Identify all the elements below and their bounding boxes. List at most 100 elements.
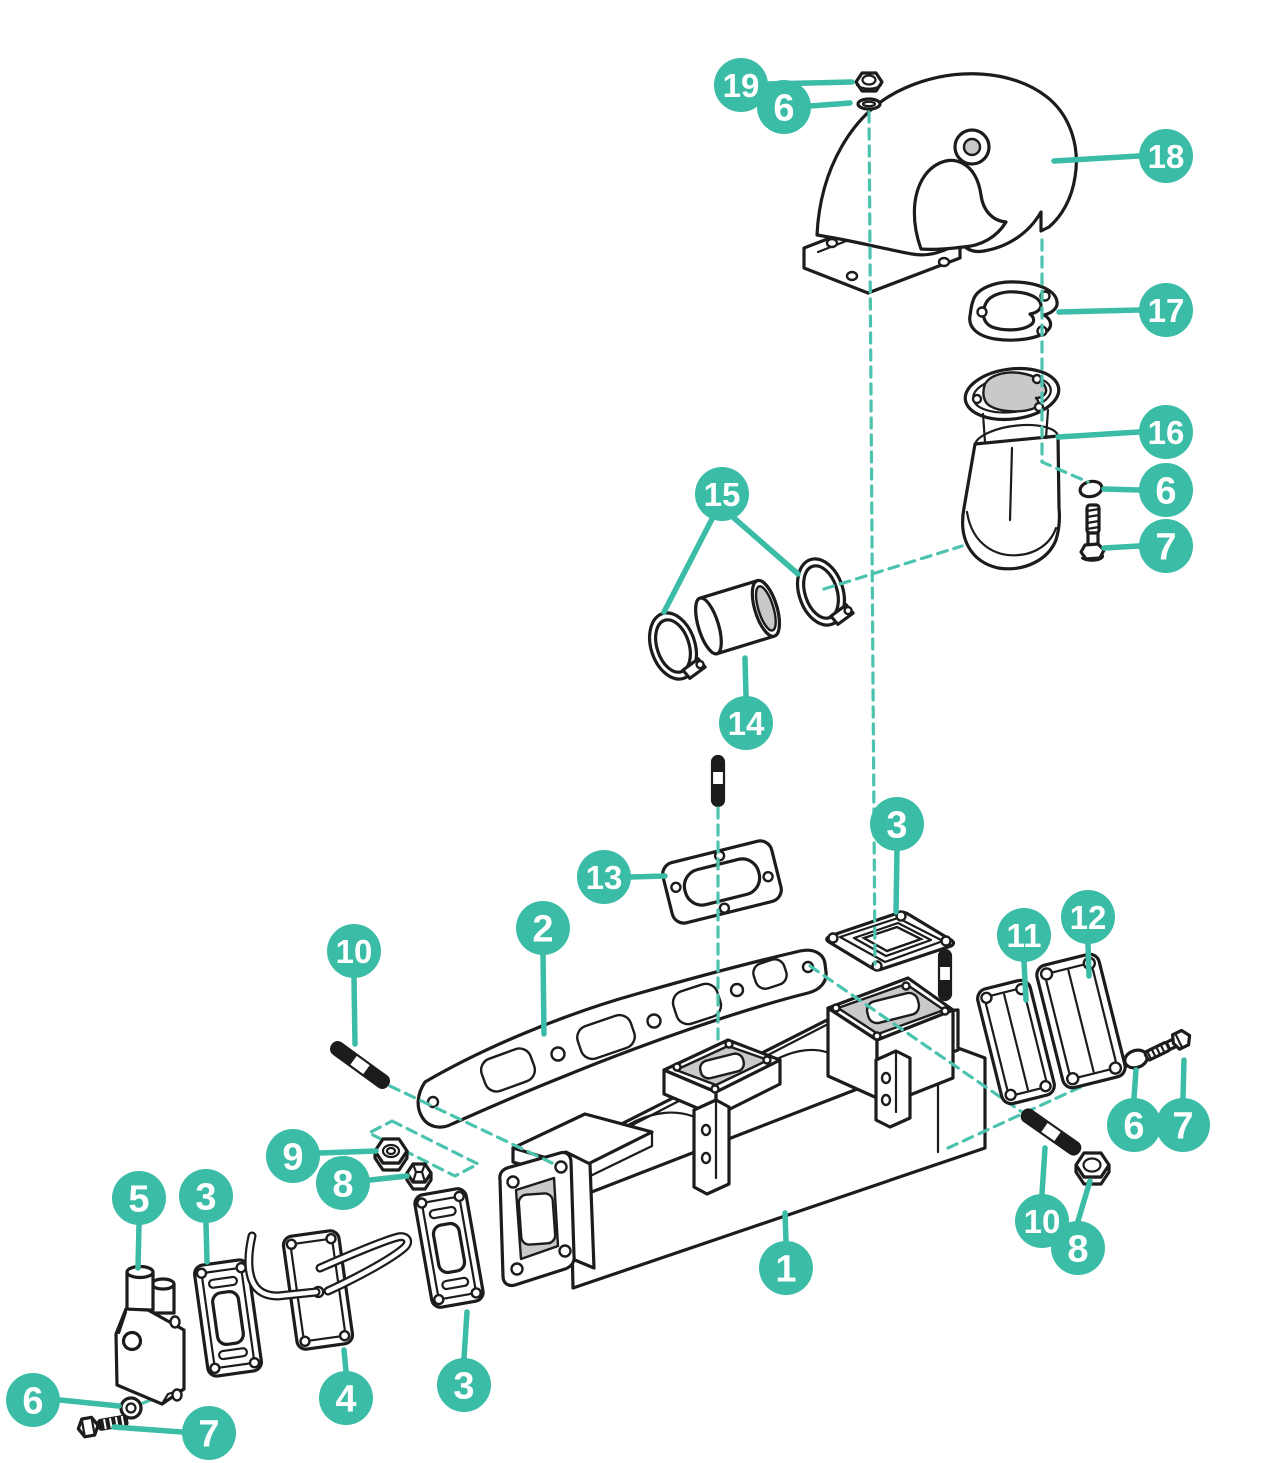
part-13-gasket xyxy=(661,839,783,925)
callout-5[interactable]: 5 xyxy=(112,1171,166,1271)
callout-number: 6 xyxy=(773,88,794,130)
part-3-gasket-left xyxy=(193,1258,263,1378)
callout-circle[interactable] xyxy=(319,1371,373,1425)
callout-number: 6 xyxy=(1155,471,1176,513)
callout-leader-line xyxy=(351,975,358,1047)
part-14-hose xyxy=(694,578,781,656)
callout-2[interactable]: 2 xyxy=(516,901,570,1037)
callout-number: 19 xyxy=(723,67,760,104)
callout-8[interactable]: 8 xyxy=(316,1156,410,1210)
part-5-end-cover xyxy=(114,1264,186,1406)
callout-circle[interactable] xyxy=(719,696,773,750)
callout-leader-line xyxy=(1039,1145,1048,1197)
callout-circle[interactable] xyxy=(1107,1098,1161,1152)
callout-6[interactable]: 6 xyxy=(6,1373,122,1427)
callout-16[interactable]: 16 xyxy=(1055,405,1193,459)
alignment-guide xyxy=(822,544,964,591)
part-7-bolt-upper xyxy=(1079,503,1106,562)
callout-10[interactable]: 10 xyxy=(327,924,381,1047)
part-17-gasket xyxy=(968,280,1059,342)
callout-circle[interactable] xyxy=(1061,890,1115,944)
callout-circle[interactable] xyxy=(757,80,811,134)
callout-leader-line xyxy=(731,515,801,577)
stud-above-gasket-13 xyxy=(710,754,726,808)
stud-on-riser xyxy=(937,948,953,1002)
callout-7[interactable]: 7 xyxy=(1156,1057,1210,1152)
callout-circle[interactable] xyxy=(6,1373,60,1427)
callout-7[interactable]: 7 xyxy=(1101,519,1193,573)
part-19-nut xyxy=(854,71,884,93)
callout-circle[interactable] xyxy=(1139,405,1193,459)
callout-6[interactable]: 6 xyxy=(757,80,853,134)
part-7-bolt-right xyxy=(1143,1028,1192,1062)
callout-circle[interactable] xyxy=(1051,1221,1105,1275)
callout-6[interactable]: 6 xyxy=(1101,463,1193,517)
callout-12[interactable]: 12 xyxy=(1061,890,1115,979)
callout-11[interactable]: 11 xyxy=(997,908,1051,1003)
callout-18[interactable]: 18 xyxy=(1051,129,1193,183)
part-8-plug xyxy=(405,1162,433,1191)
part-15-hose-clamp-left xyxy=(647,611,707,681)
parts-front-layer xyxy=(76,952,1192,1439)
part-3-gasket-middle xyxy=(413,1187,485,1309)
callout-circle[interactable] xyxy=(327,924,381,978)
callout-number: 7 xyxy=(1172,1106,1193,1148)
callout-6[interactable]: 6 xyxy=(1107,1067,1161,1152)
callout-3[interactable]: 3 xyxy=(179,1169,233,1265)
callout-number: 4 xyxy=(335,1379,356,1421)
callout-circle[interactable] xyxy=(1139,283,1193,337)
callout-circle[interactable] xyxy=(266,1129,320,1183)
part-3-riser-gasket-top xyxy=(825,910,956,972)
part-12-end-plate xyxy=(1035,952,1127,1090)
callout-number: 3 xyxy=(453,1366,474,1408)
callout-circle[interactable] xyxy=(182,1406,236,1460)
callout-number: 1 xyxy=(775,1249,796,1291)
callout-leader-line xyxy=(461,1309,470,1361)
callout-leader-line xyxy=(807,100,853,109)
callout-circle[interactable] xyxy=(1156,1098,1210,1152)
parts-layer xyxy=(416,71,1106,1290)
callout-3[interactable]: 3 xyxy=(870,797,924,915)
callout-circle[interactable] xyxy=(437,1358,491,1412)
callout-4[interactable]: 4 xyxy=(319,1347,373,1425)
callout-leader-line xyxy=(367,1173,410,1183)
callout-number: 7 xyxy=(198,1414,219,1456)
callout-circle[interactable] xyxy=(1139,463,1193,517)
callout-17[interactable]: 17 xyxy=(1056,283,1193,337)
callout-number: 6 xyxy=(22,1381,43,1423)
part-15-hose-clamp-right xyxy=(795,557,855,627)
callout-13[interactable]: 13 xyxy=(577,850,668,904)
callout-circle[interactable] xyxy=(1139,129,1193,183)
callout-7[interactable]: 7 xyxy=(111,1406,236,1460)
callout-leader-line xyxy=(1101,486,1142,493)
part-8-nut-right xyxy=(1074,1151,1111,1186)
callout-14[interactable]: 14 xyxy=(719,655,773,750)
callout-circle[interactable] xyxy=(714,58,768,112)
callout-number: 12 xyxy=(1070,899,1107,936)
callout-circle[interactable] xyxy=(112,1171,166,1225)
callout-3[interactable]: 3 xyxy=(437,1309,491,1412)
callout-8[interactable]: 8 xyxy=(1051,1178,1105,1275)
callout-circle[interactable] xyxy=(179,1169,233,1223)
part-18-exhaust-elbow xyxy=(802,72,1078,295)
callout-15[interactable]: 15 xyxy=(661,467,801,615)
callout-9[interactable]: 9 xyxy=(266,1129,379,1183)
callout-number: 11 xyxy=(1007,917,1042,954)
callout-circle[interactable] xyxy=(997,908,1051,962)
part-10-stud-left xyxy=(329,1041,391,1089)
callout-circle[interactable] xyxy=(577,850,631,904)
callout-circle[interactable] xyxy=(759,1241,813,1295)
callout-leader-line xyxy=(1085,941,1092,979)
part-10-stud-right xyxy=(1020,1108,1082,1156)
callout-number: 18 xyxy=(1148,138,1185,175)
part-11-plate-gasket xyxy=(976,978,1056,1106)
callout-circle[interactable] xyxy=(695,467,749,521)
callout-leader-line xyxy=(341,1347,349,1374)
callout-circle[interactable] xyxy=(516,901,570,955)
callout-circle[interactable] xyxy=(316,1156,370,1210)
callout-circle[interactable] xyxy=(1139,519,1193,573)
callout-1[interactable]: 1 xyxy=(759,1210,813,1295)
callout-circle[interactable] xyxy=(870,797,924,851)
